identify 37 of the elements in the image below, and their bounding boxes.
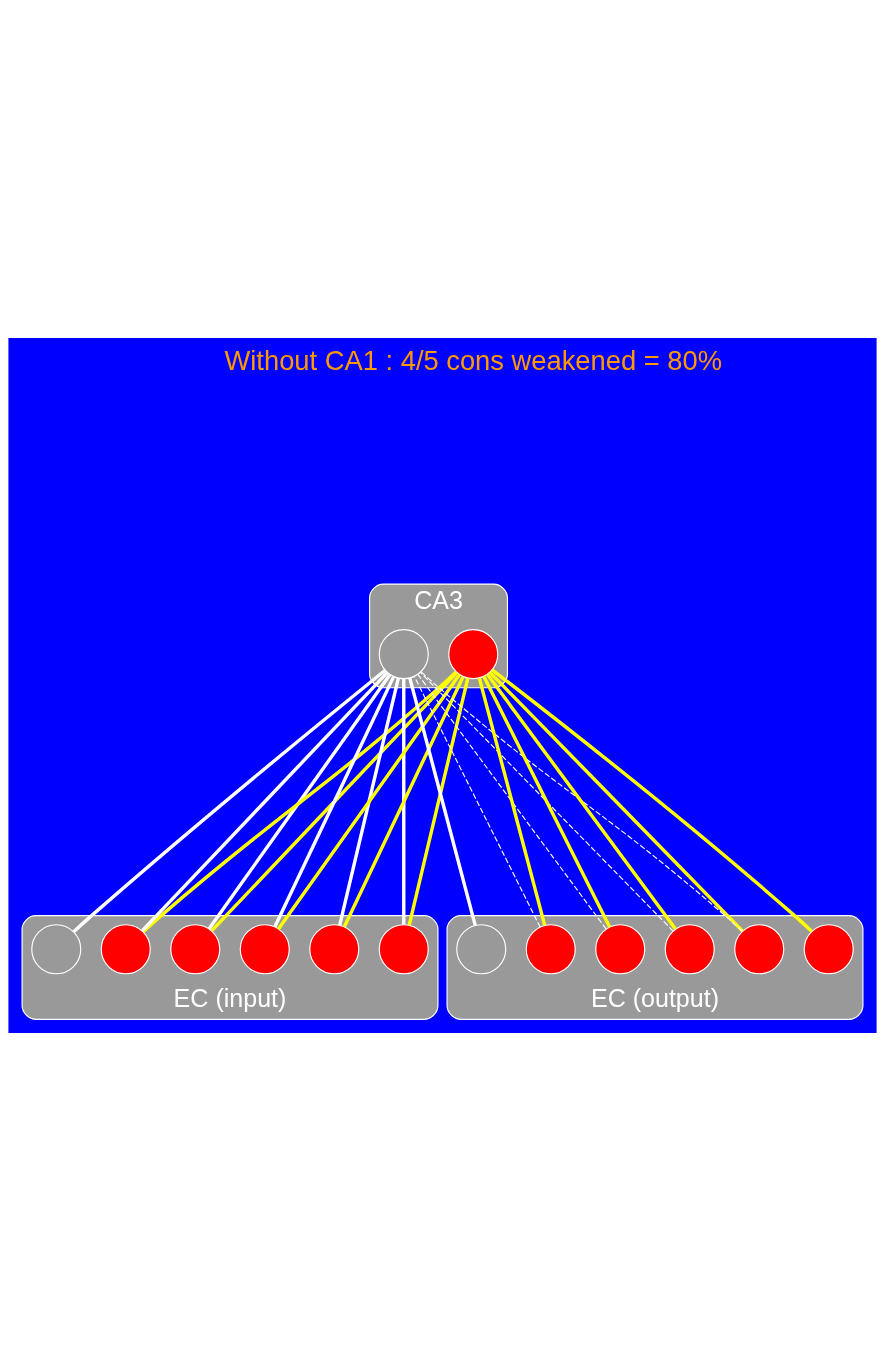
node-circle (664, 923, 715, 974)
connector (342, 675, 465, 927)
cluster: CA3 (369, 583, 508, 688)
connector (417, 673, 607, 929)
connector (477, 677, 547, 926)
connector (338, 677, 400, 926)
node-circle (525, 923, 576, 974)
connector (72, 668, 387, 933)
node-circle (378, 628, 429, 679)
connector (142, 670, 458, 933)
connector (141, 671, 389, 932)
node-circle (448, 628, 499, 679)
connector (486, 673, 677, 930)
node-circle (734, 923, 785, 974)
cluster: EC (output) (446, 914, 864, 1020)
node-circle (378, 923, 429, 974)
connector (210, 671, 459, 932)
connector (277, 673, 461, 930)
node-circle (170, 923, 221, 974)
connector (207, 673, 392, 930)
connector (491, 667, 813, 933)
connector (402, 678, 406, 925)
connector (488, 670, 744, 932)
label: Without CA1 : 4/5 cons weakened = 80% (224, 344, 723, 376)
cluster: EC (input) (21, 914, 439, 1020)
node-circle (309, 923, 360, 974)
connector (419, 671, 674, 932)
node-circle (456, 923, 507, 974)
node-circle (239, 923, 290, 974)
node-circle (803, 923, 854, 974)
connector (413, 675, 541, 928)
node-circle (100, 923, 151, 974)
connector (273, 675, 396, 927)
connector (482, 675, 612, 928)
node-circle (595, 923, 646, 974)
connector (420, 670, 743, 932)
node-circle (31, 923, 82, 974)
